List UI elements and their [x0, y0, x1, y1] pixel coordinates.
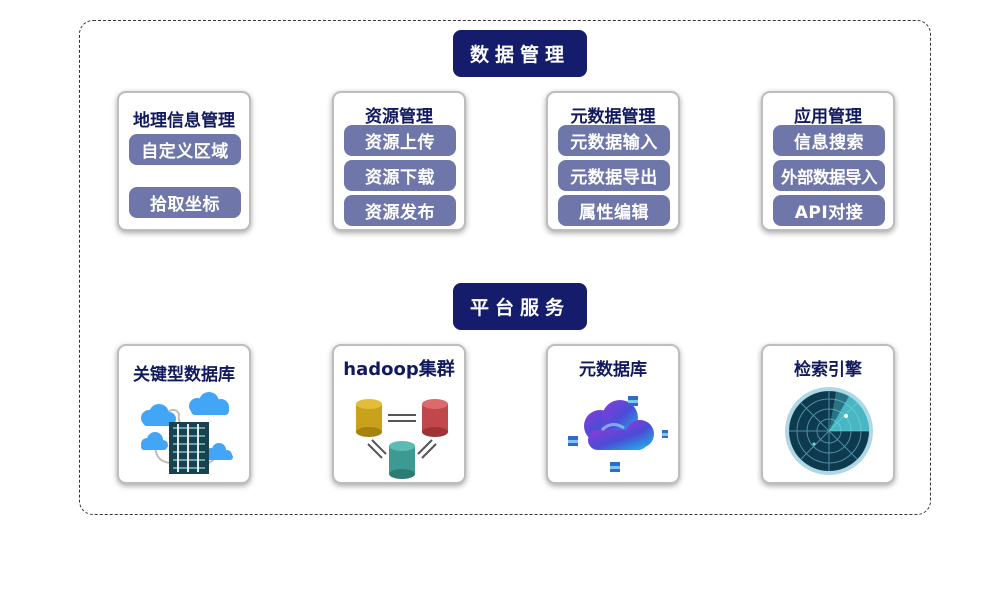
card-title: 检索引擎: [794, 360, 862, 380]
info-search-button[interactable]: 信息搜索: [773, 125, 885, 156]
cloud-data-icon: [568, 396, 668, 472]
radar-icon: [785, 387, 873, 475]
card-search-engine: 检索引擎: [761, 344, 895, 484]
platform-services-header: 平台服务: [453, 283, 587, 330]
data-management-header: 数据管理: [453, 30, 587, 77]
architecture-frame: [79, 20, 931, 515]
card-title: 元数据管理: [570, 107, 656, 127]
attribute-edit-button[interactable]: 属性编辑: [558, 195, 670, 226]
card-key-database: 关键型数据库: [117, 344, 251, 484]
external-data-import-button[interactable]: 外部数据导入: [773, 160, 885, 191]
card-title: 关键型数据库: [133, 365, 235, 385]
resource-download-button[interactable]: 资源下载: [344, 160, 456, 191]
card-title: hadoop集群: [343, 359, 455, 380]
card-title: 应用管理: [794, 107, 862, 127]
api-integration-button[interactable]: API对接: [773, 195, 885, 226]
pick-coordinate-button[interactable]: 拾取坐标: [129, 187, 241, 218]
resource-upload-button[interactable]: 资源上传: [344, 125, 456, 156]
custom-region-button[interactable]: 自定义区域: [129, 134, 241, 165]
card-title: 元数据库: [579, 360, 647, 380]
card-metadata-db: 元数据库: [546, 344, 680, 484]
resource-publish-button[interactable]: 资源发布: [344, 195, 456, 226]
card-hadoop-cluster: hadoop集群: [332, 344, 466, 484]
metadata-input-button[interactable]: 元数据输入: [558, 125, 670, 156]
database-cluster-icon: [356, 399, 448, 479]
card-title: 地理信息管理: [133, 111, 235, 131]
card-metadata-management: 元数据管理 元数据输入 元数据导出 属性编辑: [546, 91, 680, 231]
card-app-management: 应用管理 信息搜索 外部数据导入 API对接: [761, 91, 895, 231]
card-geo-info-management: 地理信息管理 自定义区域 拾取坐标: [117, 91, 251, 231]
metadata-export-button[interactable]: 元数据导出: [558, 160, 670, 191]
card-title: 资源管理: [365, 107, 433, 127]
card-resource-management: 资源管理 资源上传 资源下载 资源发布: [332, 91, 466, 231]
cloud-server-icon: [141, 392, 233, 474]
